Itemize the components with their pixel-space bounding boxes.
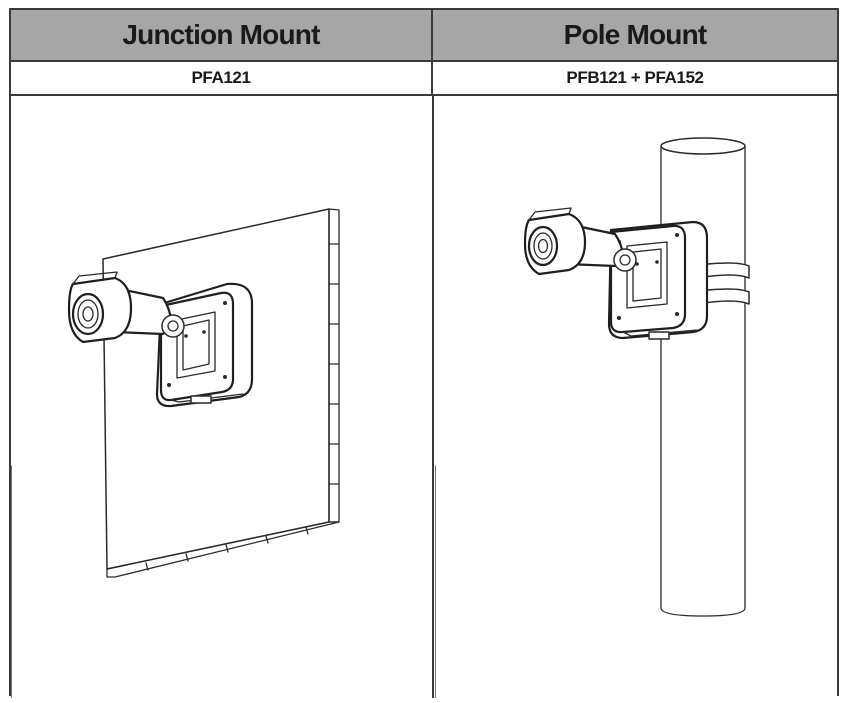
model-junction: PFA121 [191, 68, 251, 87]
wall-junction-mount-camera-icon [10, 208, 340, 699]
model-row: PFA121 PFB121 + PFA152 [11, 62, 837, 96]
header-junction-mount: Junction Mount [122, 19, 320, 50]
header-pole-mount: Pole Mount [563, 19, 708, 50]
model-cell-pole: PFB121 + PFA152 [433, 62, 837, 94]
table-header-row: Junction Mount Pole Mount [11, 10, 837, 62]
pole-mount-camera-icon [434, 137, 750, 699]
pole-mount-illustration [434, 96, 837, 699]
column-divider [432, 96, 434, 698]
junction-mount-illustration [10, 96, 431, 699]
mount-comparison-table: Junction Mount Pole Mount PFA121 PFB121 … [9, 8, 839, 699]
model-pole: PFB121 + PFA152 [566, 68, 704, 87]
header-cell-pole: Pole Mount [433, 10, 837, 60]
model-cell-junction: PFA121 [11, 62, 433, 94]
illustration-row [10, 96, 837, 699]
header-cell-junction: Junction Mount [11, 10, 433, 60]
